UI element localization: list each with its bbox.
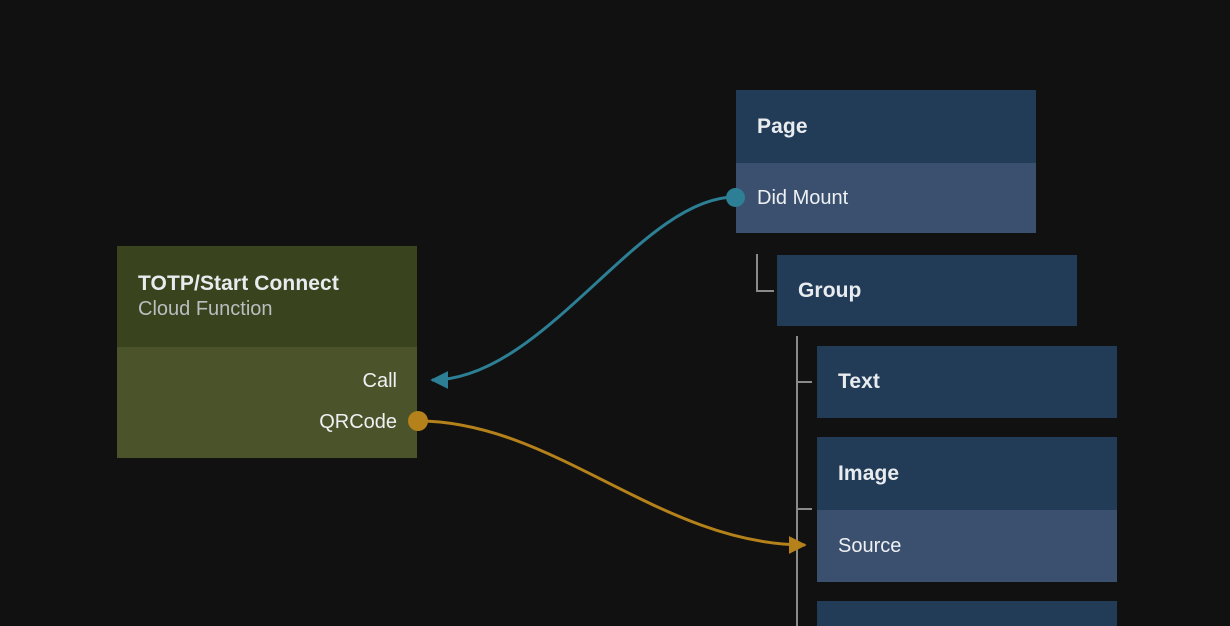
node-page[interactable]: Page Did Mount: [736, 90, 1036, 233]
node-body-totp-start-connect[interactable]: Call QRCode: [117, 347, 417, 458]
node-title: TOTP/Start Connect: [138, 272, 339, 295]
node-header-text[interactable]: Text: [817, 346, 1117, 418]
port-label-did-mount: Did Mount: [757, 187, 849, 209]
node-text[interactable]: Text: [817, 346, 1117, 418]
port-label-qrcode: QRCode: [319, 411, 397, 433]
tree-connector-group-to-text: [796, 381, 812, 383]
node-group[interactable]: Group: [777, 255, 1077, 326]
node-header-image[interactable]: Image: [817, 437, 1117, 510]
port-row-source[interactable]: Source: [817, 510, 1117, 582]
node-header-page[interactable]: Page: [736, 90, 1036, 163]
node-title: Group: [798, 278, 862, 302]
port-dot-qrcode[interactable]: [408, 411, 428, 431]
node-title: Page: [757, 114, 808, 138]
node-title: Text: [838, 370, 881, 393]
tree-connector-group-children-spine: [796, 336, 798, 626]
node-header-totp-start-connect[interactable]: TOTP/Start Connect Cloud Function: [117, 246, 417, 347]
node-header-partial[interactable]: [817, 601, 1117, 626]
edge-qrcode-to-source: [417, 419, 807, 554]
node-image[interactable]: Image Source: [817, 437, 1117, 582]
port-label-call: Call: [362, 370, 397, 392]
port-dot-did-mount[interactable]: [726, 188, 745, 207]
node-header-group[interactable]: Group: [777, 255, 1077, 326]
port-label-source: Source: [838, 535, 902, 557]
node-title: Image: [838, 461, 900, 485]
port-row-did-mount[interactable]: Did Mount: [736, 163, 1036, 233]
edge-did-mount-to-call: [430, 195, 736, 389]
port-row-call[interactable]: Call: [117, 360, 417, 402]
node-subtitle: Cloud Function: [138, 298, 273, 320]
tree-connector-group-to-image: [796, 508, 812, 510]
port-row-qrcode[interactable]: QRCode: [117, 401, 417, 443]
tree-connector-page-to-group: [756, 254, 758, 292]
tree-connector-page-to-group-stub: [756, 290, 774, 292]
node-partial-bottom[interactable]: [817, 601, 1117, 626]
node-totp-start-connect[interactable]: TOTP/Start Connect Cloud Function Call Q…: [117, 246, 417, 458]
